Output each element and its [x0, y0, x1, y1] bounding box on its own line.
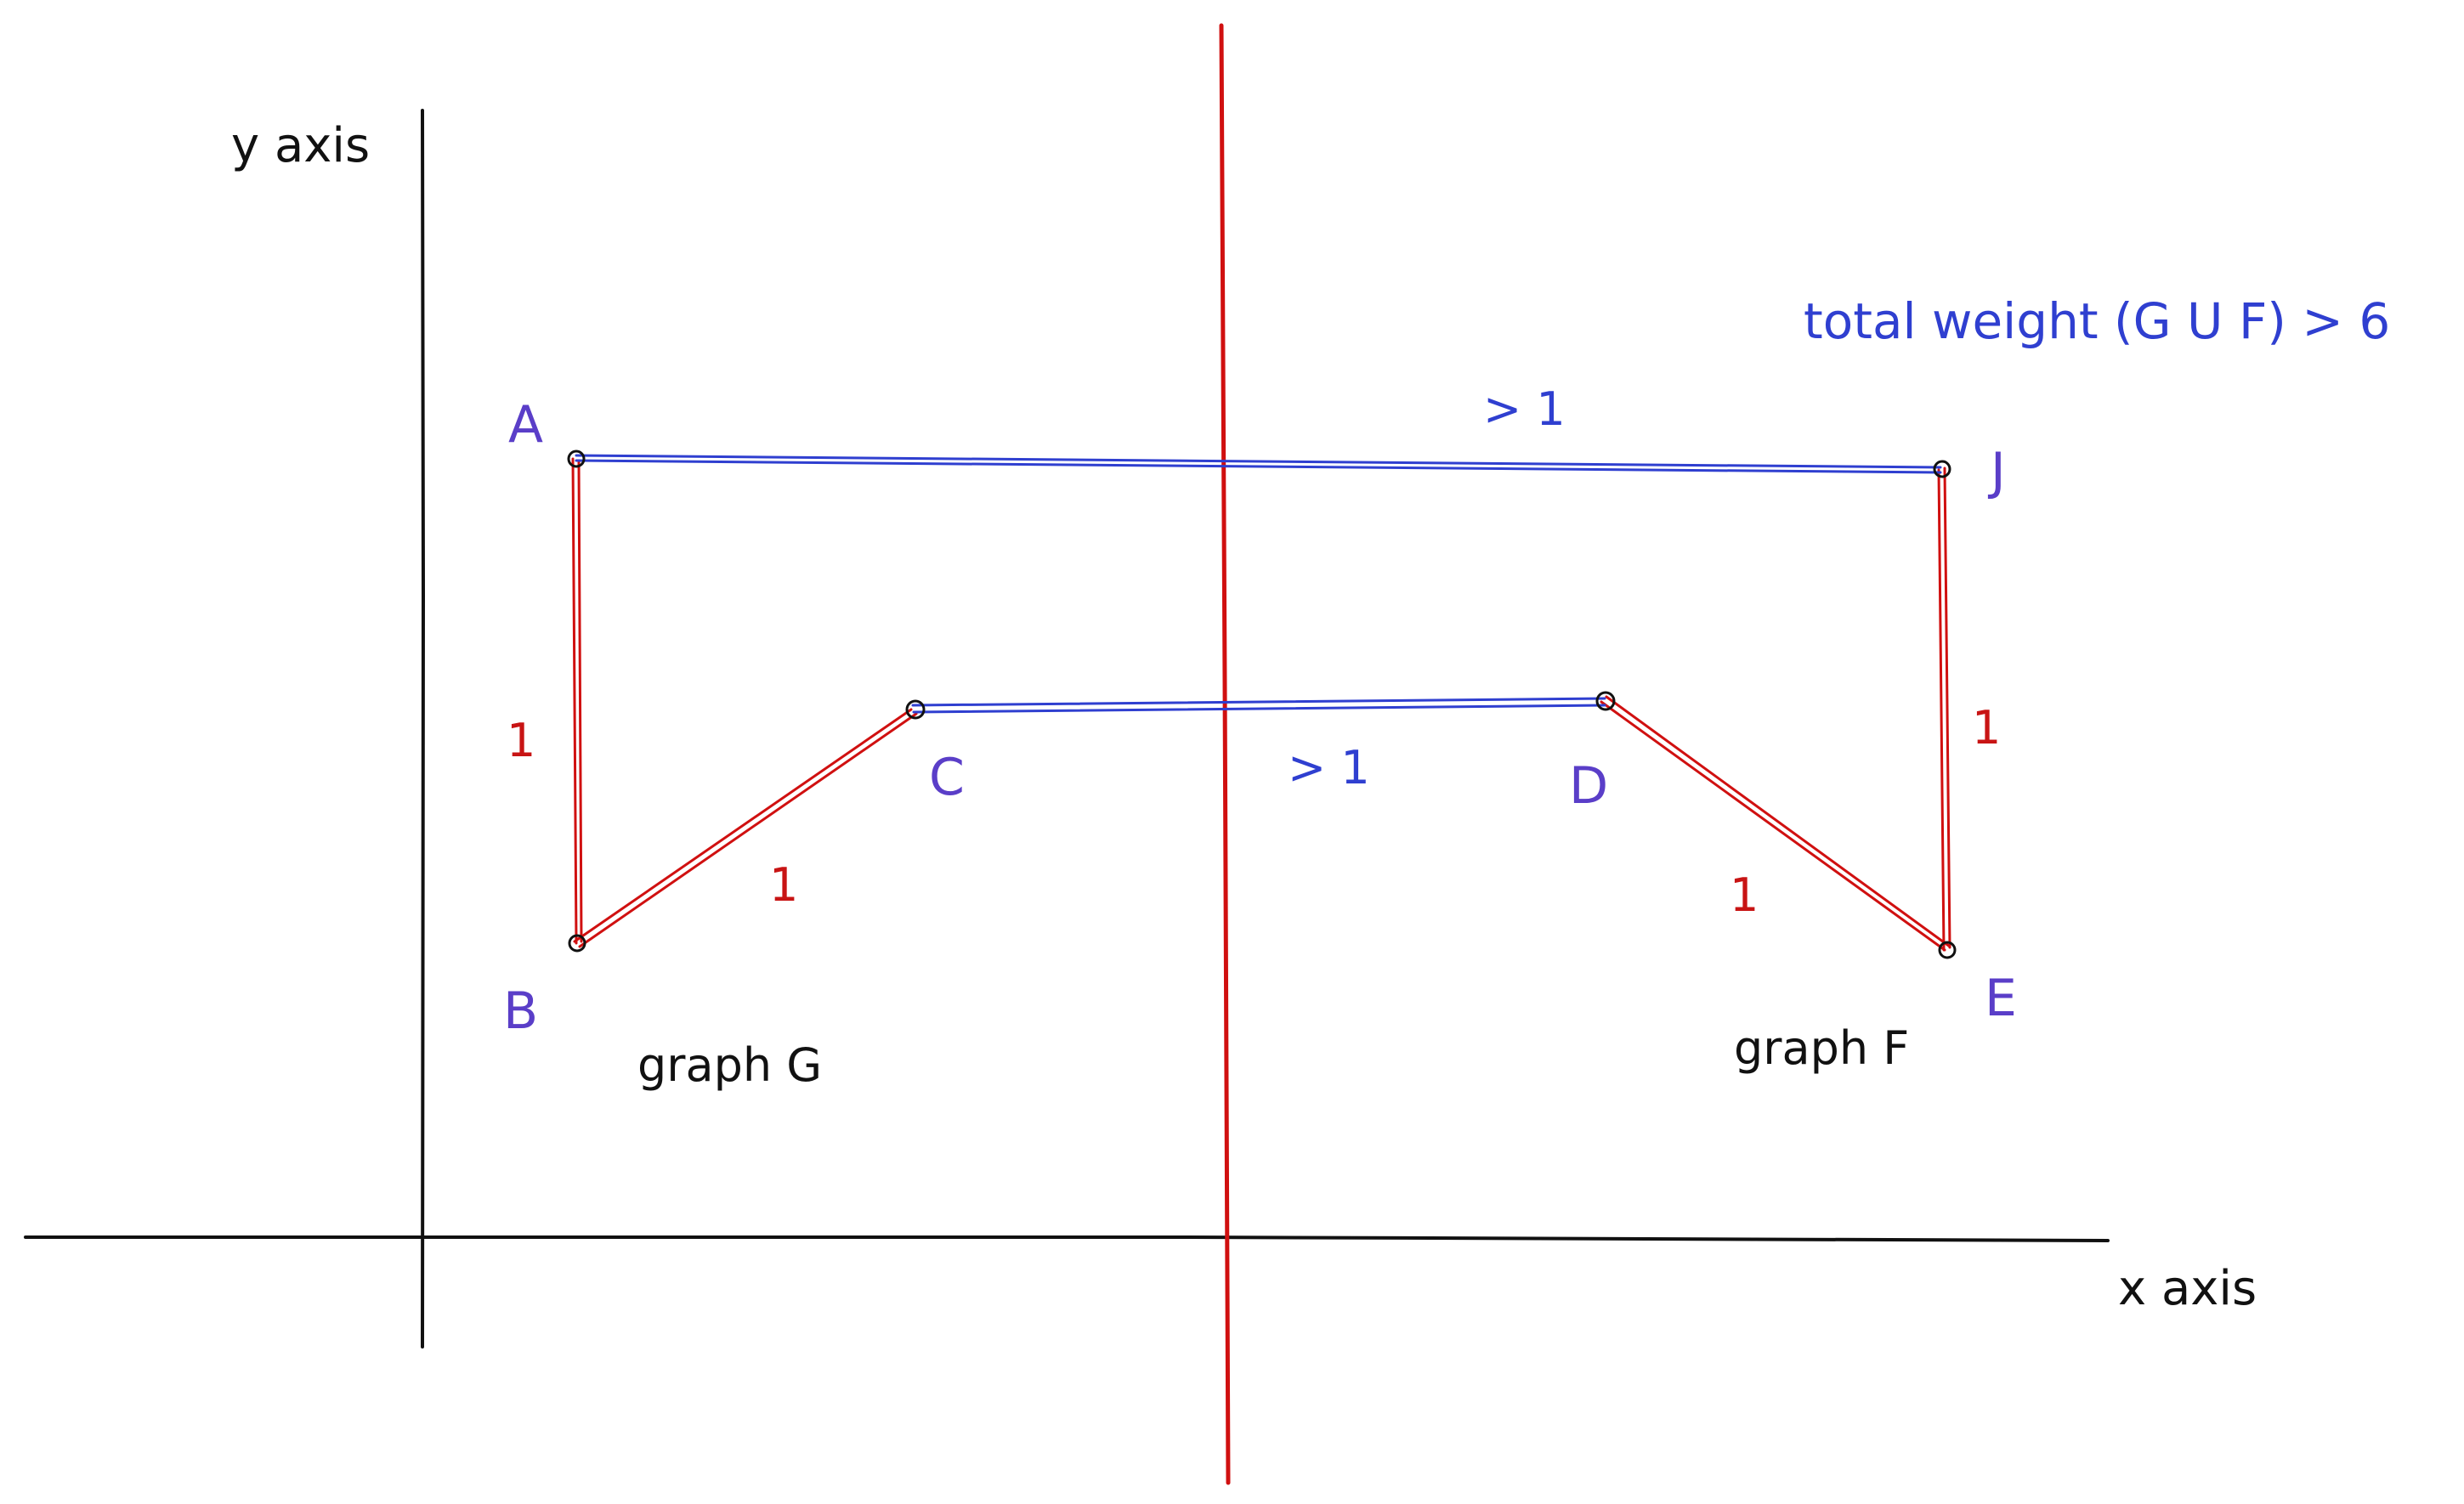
graph-f-label: graph F: [1734, 1021, 1909, 1075]
edge-ab: [571, 457, 583, 945]
total-weight-annotation: total weight (G U F) > 6: [1804, 292, 2390, 350]
edge-ej: [1937, 466, 1951, 952]
graph-f-edges: [1600, 466, 1951, 952]
node-d-marker: [1595, 691, 1616, 711]
y-axis-line: [421, 109, 426, 1349]
edge-bc-weight: 1: [769, 858, 798, 912]
node-a-marker: [567, 450, 586, 468]
x-axis-line: [24, 1235, 2110, 1242]
edge-ej-weight: 1: [1972, 701, 2001, 755]
node-c-label: C: [929, 748, 965, 807]
cross-edges: [575, 454, 1942, 714]
node-c-marker: [905, 699, 926, 720]
edge-ab-weight: 1: [507, 714, 535, 767]
node-b-marker: [568, 934, 586, 953]
cut-line: [1219, 23, 1231, 1485]
edge-de-weight: 1: [1730, 868, 1759, 922]
edge-aj: [575, 454, 1942, 474]
edge-de: [1600, 695, 1951, 952]
edge-aj-weight: > 1: [1483, 382, 1566, 436]
y-axis-label: y axis: [231, 118, 370, 173]
edge-cd: [911, 697, 1606, 714]
graph-g-label: graph G: [637, 1038, 822, 1092]
node-d-label: D: [1569, 756, 1608, 816]
node-a-label: A: [508, 395, 543, 455]
x-axis-label: x axis: [2118, 1261, 2257, 1316]
node-e-label: E: [1985, 969, 2017, 1028]
node-j-marker: [1933, 460, 1951, 478]
graph-g-edges: [571, 457, 918, 948]
edge-cd-weight: > 1: [1288, 741, 1370, 794]
node-j-label: J: [1987, 442, 2006, 501]
node-b-label: B: [503, 981, 538, 1041]
axes: [24, 109, 2110, 1349]
edge-bc: [573, 708, 918, 948]
node-markers: [567, 450, 1957, 959]
node-e-marker: [1938, 941, 1957, 959]
